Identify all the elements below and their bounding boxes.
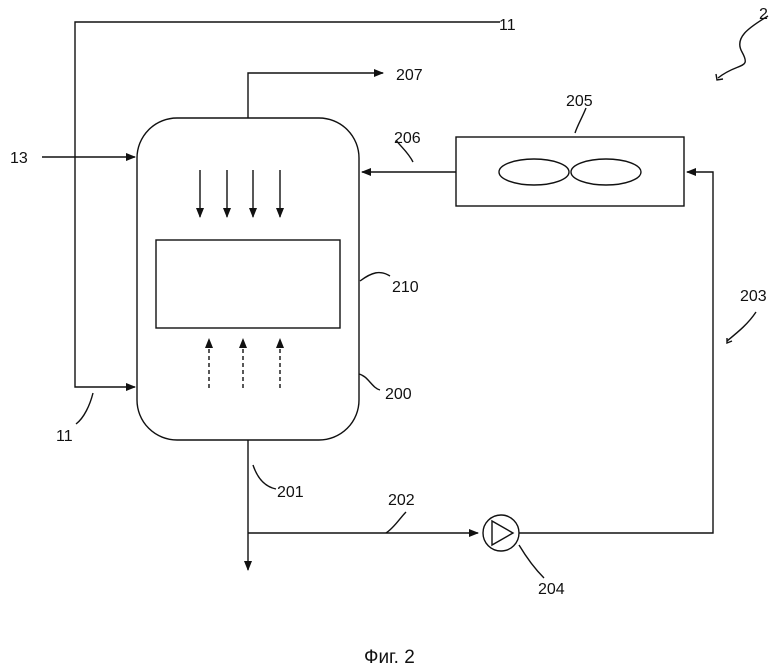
label-internal-210: 210 (392, 279, 419, 296)
label-loop-203: 203 (740, 288, 767, 305)
pump-triangle-icon (492, 521, 513, 545)
overhead-207-line (248, 73, 383, 118)
label-pump-204: 204 (538, 581, 565, 598)
heat-exchanger-205 (456, 137, 684, 206)
label-outlet-201: 201 (277, 484, 304, 501)
label-line-202: 202 (388, 492, 415, 509)
internal-210 (156, 240, 340, 328)
label-stream-13: 13 (10, 150, 28, 167)
label-line-206: 206 (394, 130, 421, 147)
return-loop-203 (519, 172, 713, 533)
label-stream-11-bottom: 11 (56, 428, 73, 445)
figure-caption: Фиг. 2 (364, 647, 415, 668)
label-stream-11-top: 11 (499, 17, 516, 34)
label-overhead-207: 207 (396, 67, 423, 84)
label-system: 2 (759, 6, 768, 23)
label-exchanger-205: 205 (566, 93, 593, 110)
label-vessel-200: 200 (385, 386, 412, 403)
